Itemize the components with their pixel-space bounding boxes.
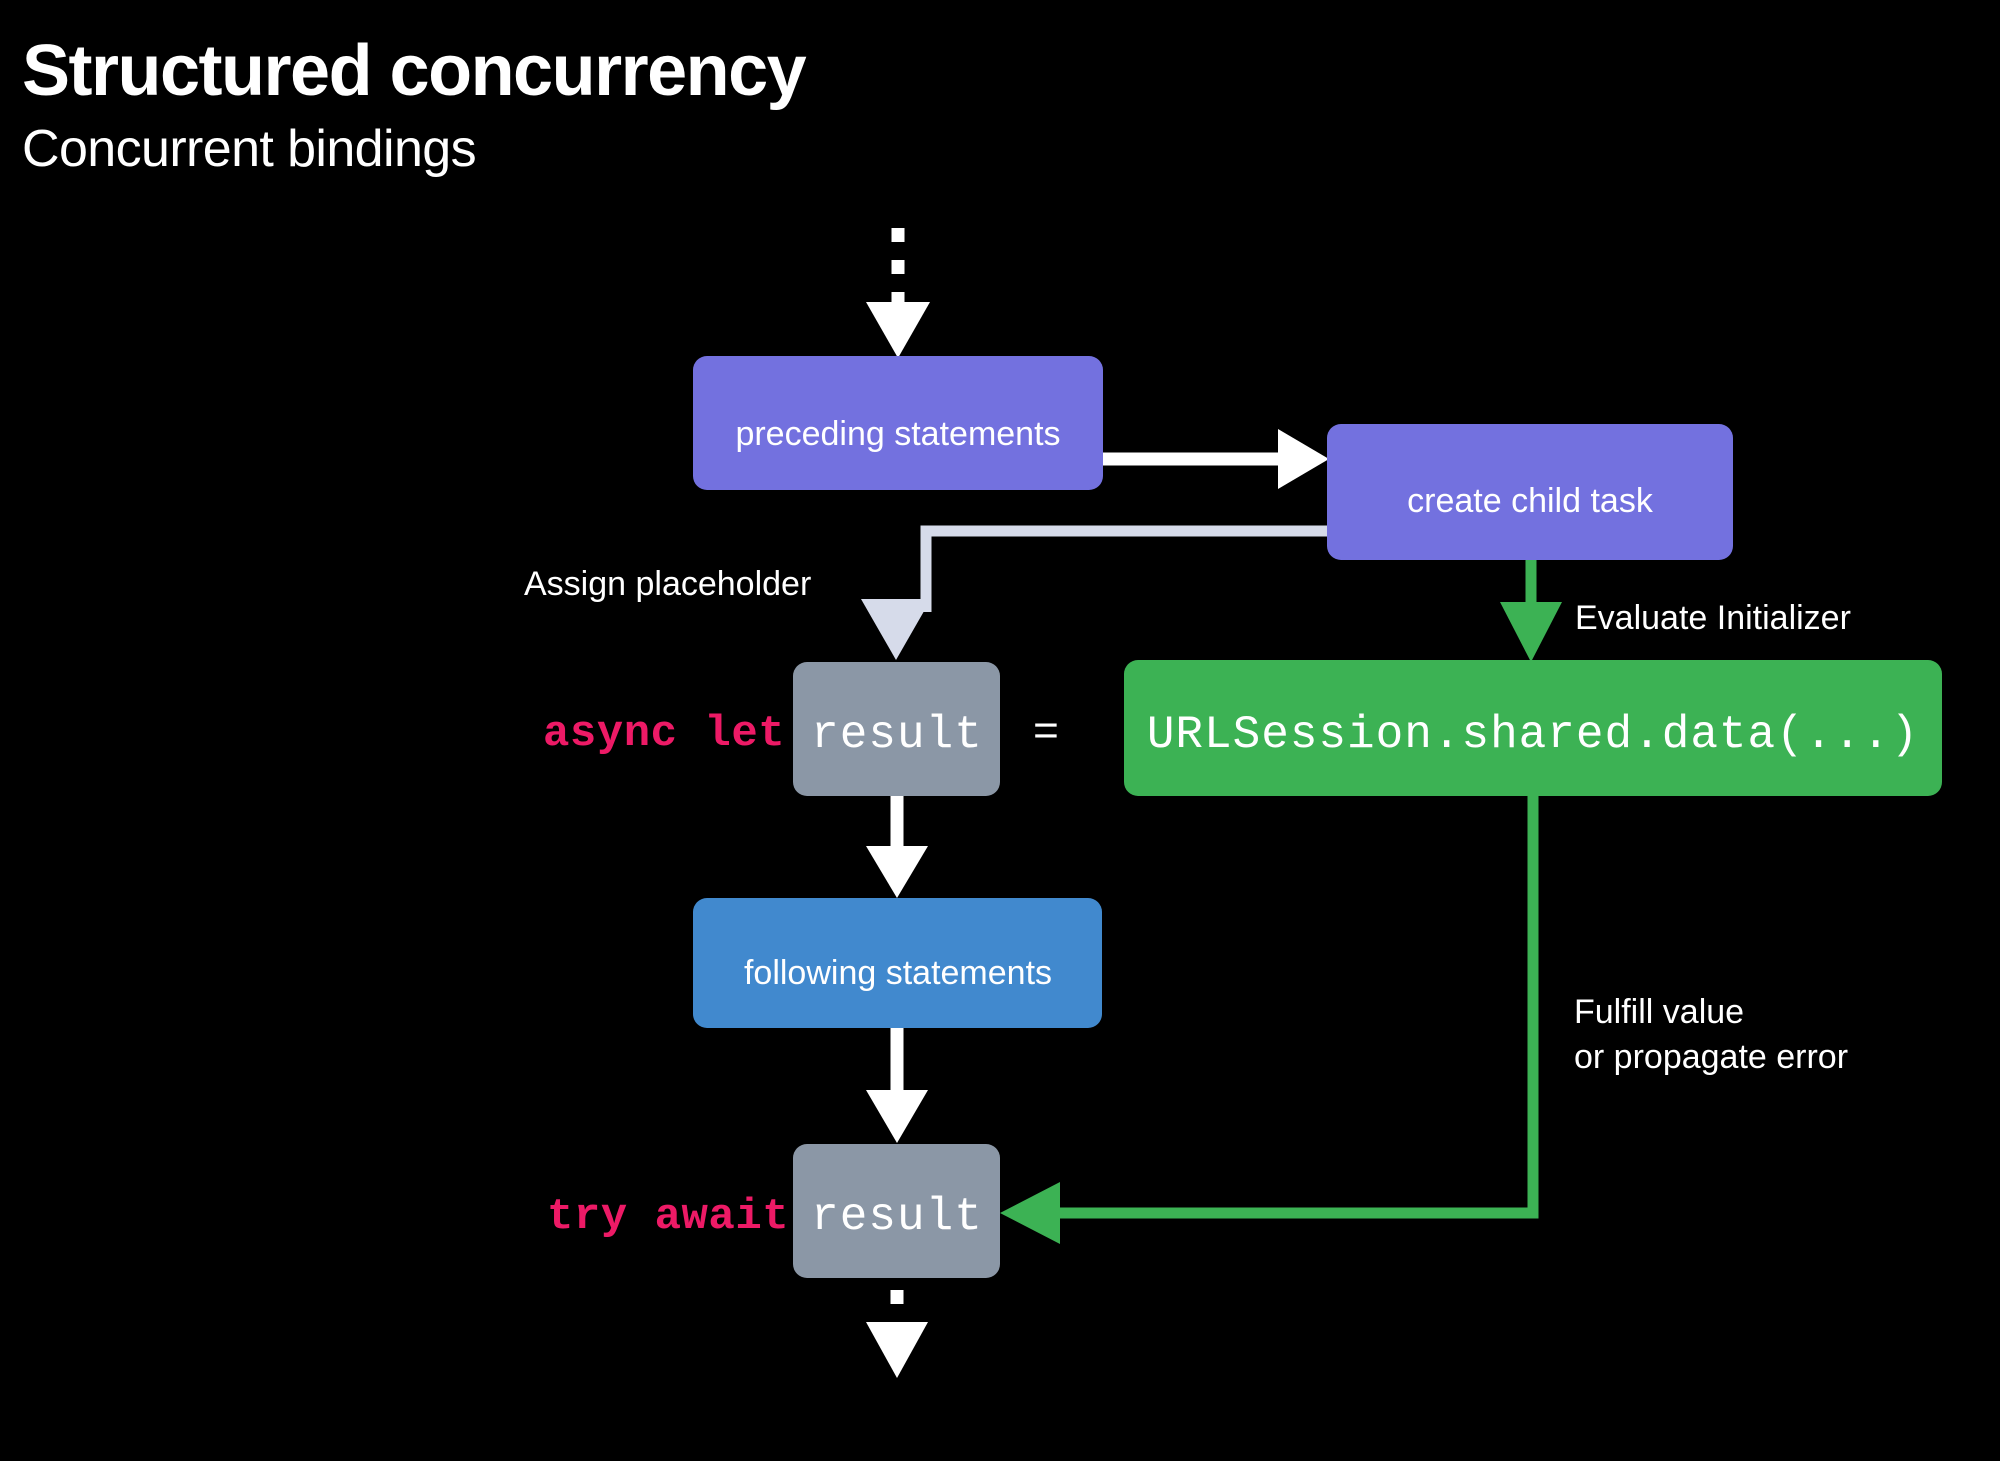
page-title: Structured concurrency: [22, 31, 807, 111]
assign-placeholder-label: Assign placeholder: [524, 565, 811, 603]
fulfill-value-label-line-2: or propagate error: [1574, 1038, 1848, 1076]
node-create-child-task[interactable]: create child task: [1327, 424, 1733, 560]
page-subtitle: Concurrent bindings: [22, 119, 477, 178]
result-to-following-edge: [866, 796, 928, 898]
node-following-statements-label: following statements: [744, 954, 1052, 992]
node-initializer-expression-label: URLSession.shared.data(...): [1147, 709, 1919, 761]
preceding-to-create-child-task-edge: [1103, 429, 1329, 489]
following-to-await-edge: [866, 1028, 928, 1143]
try-await-keyword: try await: [547, 1192, 789, 1242]
async-let-keyword: async let: [543, 709, 785, 759]
node-following-statements[interactable]: following statements: [693, 898, 1102, 1028]
node-result-placeholder[interactable]: result: [793, 662, 1000, 796]
exit-edge: [866, 1290, 928, 1378]
async-let-binding-row: async let result = URLSession.shared.dat…: [543, 660, 1942, 796]
equals-sign: =: [1033, 709, 1059, 759]
node-create-child-task-label: create child task: [1407, 482, 1654, 520]
slide-heading: Structured concurrency Concurrent bindin…: [22, 31, 1422, 178]
node-preceding-statements[interactable]: preceding statements: [693, 356, 1103, 490]
node-result-awaited-label: result: [811, 1191, 983, 1243]
evaluate-initializer-label: Evaluate Initializer: [1575, 599, 1851, 637]
node-result-placeholder-label: result: [811, 709, 983, 761]
evaluate-initializer-edge: [1500, 560, 1562, 662]
try-await-row: try await result: [547, 1144, 1000, 1278]
entry-edge: [866, 228, 930, 358]
assign-placeholder-edge: [861, 525, 1327, 660]
fulfill-value-label-line-1: Fulfill value: [1574, 993, 1744, 1031]
node-preceding-statements-label: preceding statements: [735, 415, 1060, 453]
node-initializer-expression[interactable]: URLSession.shared.data(...): [1124, 660, 1942, 796]
node-result-awaited[interactable]: result: [793, 1144, 1000, 1278]
fulfill-value-edge: [1000, 796, 1539, 1244]
